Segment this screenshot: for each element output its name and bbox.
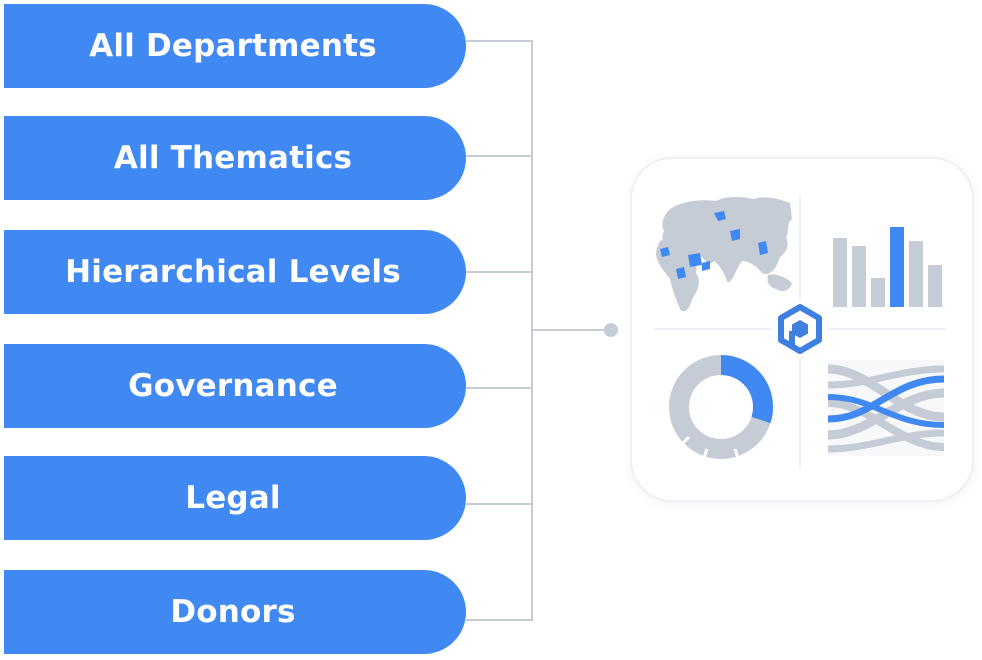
pill-legal[interactable]: Legal — [4, 456, 466, 540]
bar-chart-icon — [833, 227, 942, 307]
donut-chart-icon — [669, 354, 773, 462]
pill-label: Donors — [170, 594, 296, 630]
connector-node — [604, 323, 618, 337]
pill-governance[interactable]: Governance — [4, 344, 466, 428]
hexagon-logo-icon — [772, 301, 828, 357]
pill-all-thematics[interactable]: All Thematics — [4, 116, 466, 200]
pill-hierarchical-levels[interactable]: Hierarchical Levels — [4, 230, 466, 314]
world-map-icon — [656, 197, 792, 312]
pill-label: Legal — [185, 480, 281, 516]
pill-label: Hierarchical Levels — [65, 254, 401, 290]
pill-all-departments[interactable]: All Departments — [4, 4, 466, 88]
dashboard-illustration — [654, 195, 946, 469]
sankey-chart-icon — [827, 360, 945, 456]
pill-label: All Departments — [89, 28, 377, 64]
pill-label: All Thematics — [113, 140, 353, 176]
pill-donors[interactable]: Donors — [4, 570, 466, 654]
pill-label: Governance — [128, 368, 338, 404]
